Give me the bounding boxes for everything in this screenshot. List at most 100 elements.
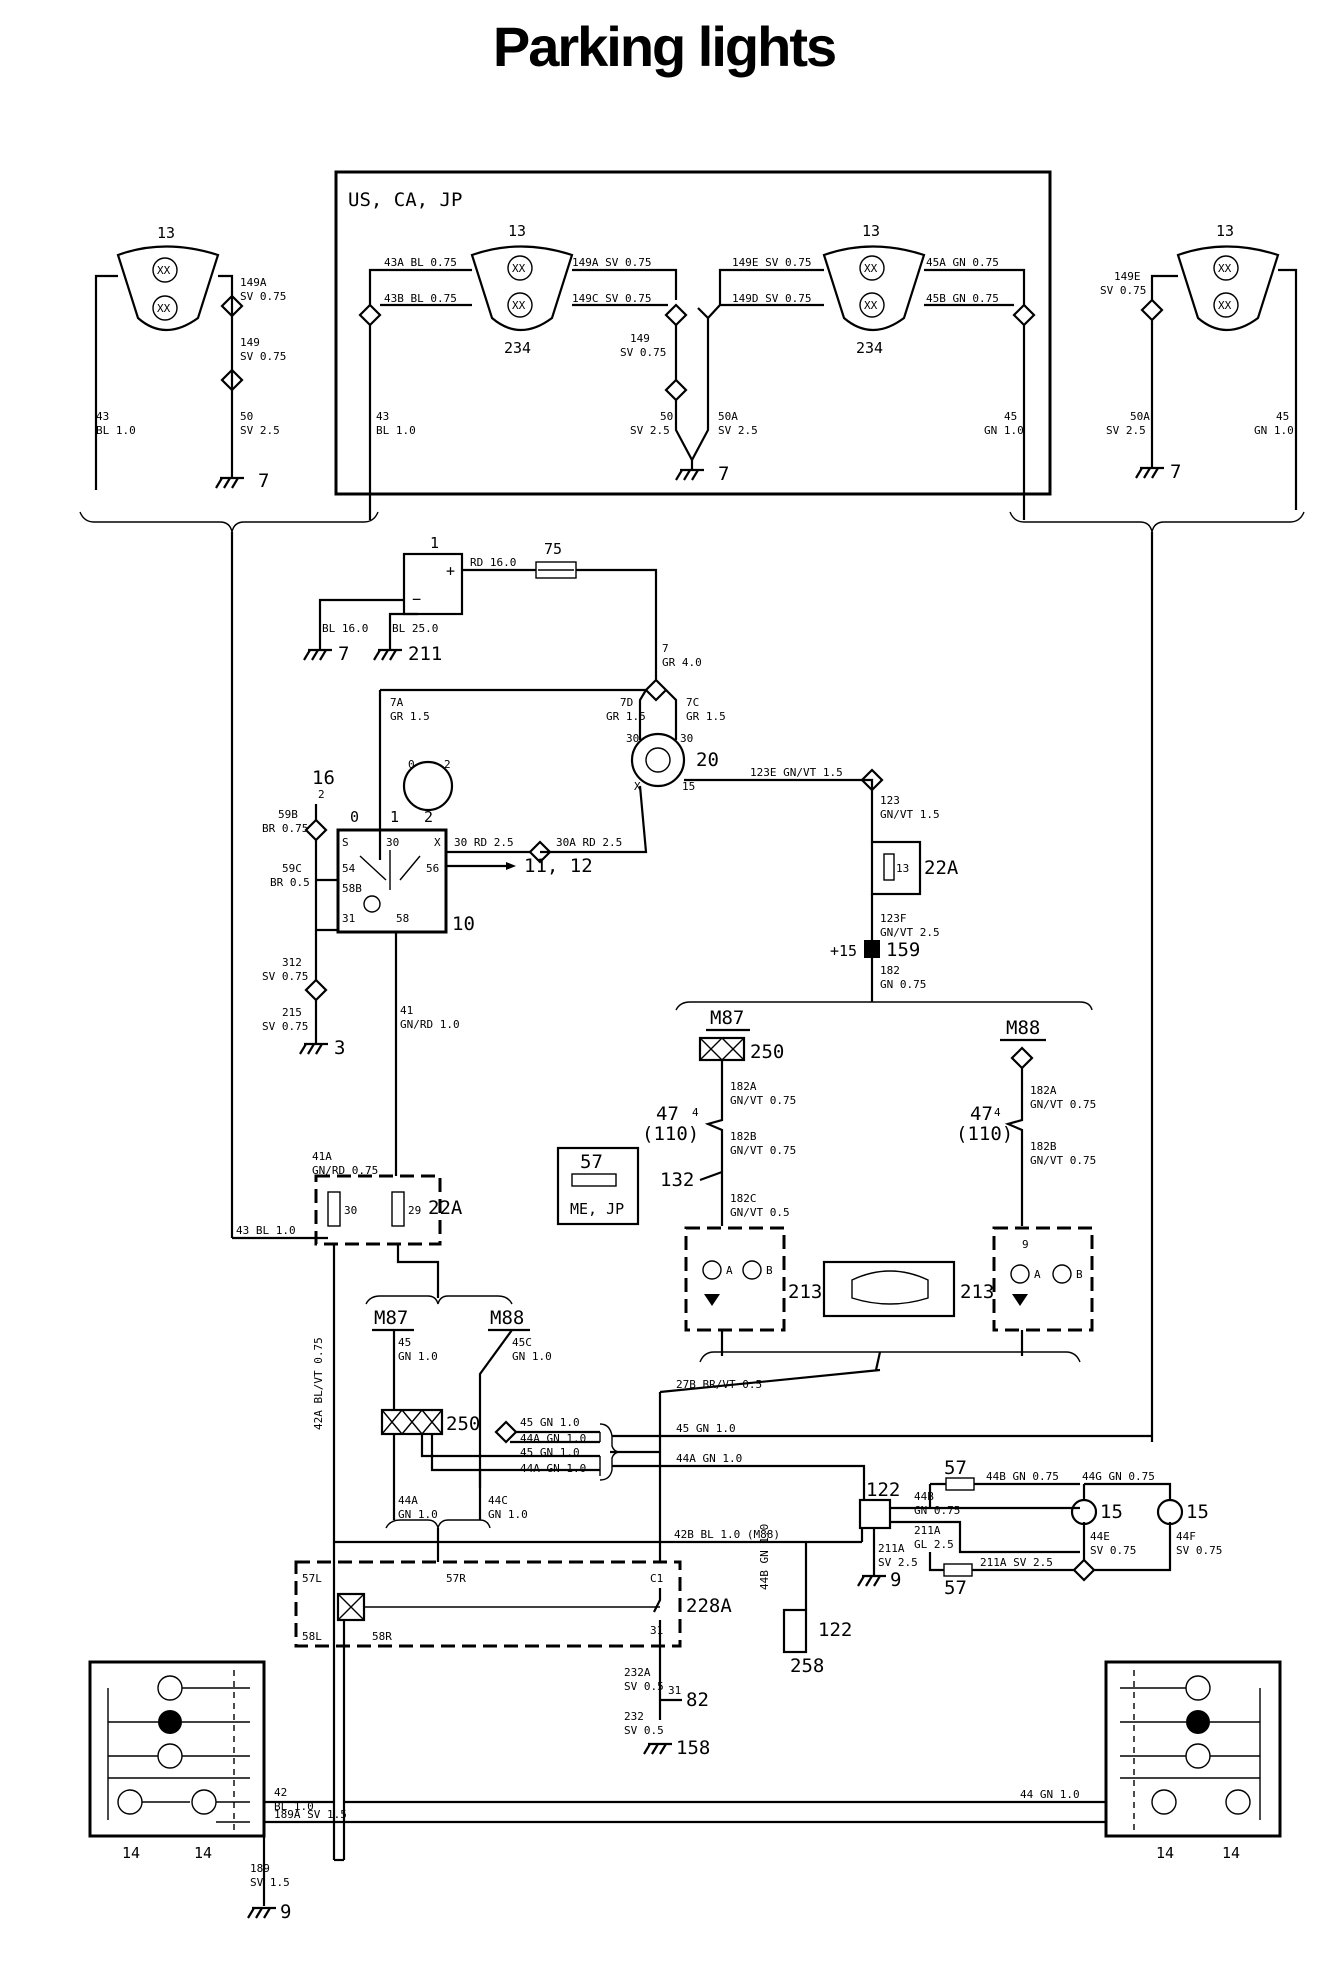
diagram-label: GN/VT 0.75 bbox=[1030, 1154, 1096, 1167]
diagram-label: 44B GN 1.0 bbox=[758, 1524, 771, 1590]
diagram-label: 7 bbox=[1170, 461, 1181, 483]
diagram-label: 15 bbox=[1100, 1501, 1123, 1523]
diagram-label: GR 4.0 bbox=[662, 656, 702, 669]
diagram-label: GN 0.75 bbox=[914, 1504, 960, 1517]
diagram-label: 213 bbox=[788, 1281, 822, 1303]
diagram-label: 22A bbox=[924, 857, 959, 879]
diagram-label: 9 bbox=[890, 1569, 901, 1591]
diagram-label: 57R bbox=[446, 1572, 466, 1585]
diagram-label: 2 bbox=[318, 788, 325, 801]
diagram-label: 13 bbox=[862, 222, 880, 240]
diagram-label: GR 1.5 bbox=[686, 710, 726, 723]
diagram-label: 50A bbox=[718, 410, 738, 423]
ground-211 bbox=[373, 648, 402, 661]
diagram-label: 159 bbox=[886, 939, 920, 961]
diagram-label: XX bbox=[157, 302, 171, 315]
diagram-label: BL 1.0 bbox=[376, 424, 416, 437]
diagram-label: SV 0.5 bbox=[624, 1724, 664, 1737]
diagram-label: 59C bbox=[282, 862, 302, 875]
diagram-label: 56 bbox=[426, 862, 439, 875]
diagram-label: 211A bbox=[878, 1542, 905, 1555]
ground-9-mid bbox=[857, 1574, 886, 1587]
diagram-label: 149 bbox=[240, 336, 260, 349]
diagram-label: 0 bbox=[350, 808, 359, 826]
diagram-label: 45 bbox=[1276, 410, 1289, 423]
connector-250-top bbox=[698, 1036, 746, 1062]
diagram-label: 158 bbox=[676, 1737, 710, 1759]
diagram-label: 149 bbox=[630, 332, 650, 345]
diagram-label: SV 0.75 bbox=[240, 350, 286, 363]
diagram-label: 45 GN 1.0 bbox=[520, 1416, 580, 1429]
diagram-label: C1 bbox=[650, 1572, 663, 1585]
diagram-label: +15 bbox=[830, 942, 857, 960]
diagram-label: B bbox=[766, 1264, 773, 1277]
diagram-label: 122 bbox=[866, 1479, 900, 1501]
diagram-label: 232 bbox=[624, 1710, 644, 1723]
diagram-label: 44B bbox=[914, 1490, 934, 1503]
diagram-label: GN/VT 0.75 bbox=[1030, 1098, 1096, 1111]
diagram-label: 13 bbox=[896, 862, 909, 875]
diagram-label: GN/RD 0.75 bbox=[312, 1164, 378, 1177]
car-symbol-icon bbox=[822, 1260, 956, 1318]
diagram-label: 213 bbox=[960, 1281, 994, 1303]
diagram-label: 123 bbox=[880, 794, 900, 807]
fuse-75 bbox=[535, 561, 577, 579]
diagram-label: 44F bbox=[1176, 1530, 1196, 1543]
diagram-label: 7 bbox=[258, 470, 269, 492]
diagram-label: 232A bbox=[624, 1666, 651, 1679]
diagram-label: 182B bbox=[1030, 1140, 1057, 1153]
diagram-label: 29 bbox=[408, 1204, 421, 1217]
diagram-label: 45A GN 0.75 bbox=[926, 256, 999, 269]
diagram-label: 58 bbox=[396, 912, 409, 925]
diagram-label: A bbox=[726, 1264, 733, 1277]
diagram-label: 59B bbox=[278, 808, 298, 821]
diagram-label: SV 2.5 bbox=[630, 424, 670, 437]
diagram-label: 27B BR/VT 0.5 bbox=[676, 1378, 762, 1391]
diagram-label: 44A GN 1.0 bbox=[520, 1432, 586, 1445]
diagram-label: 7D bbox=[620, 696, 633, 709]
diagram-label: 9 bbox=[280, 1901, 291, 1923]
diagram-label: 9 bbox=[1022, 1238, 1029, 1251]
diagram-label: GN/VT 0.75 bbox=[730, 1144, 796, 1157]
diagram-label: M87 bbox=[710, 1007, 744, 1029]
diagram-label: 211A SV 2.5 bbox=[980, 1556, 1053, 1569]
diagram-label: 75 bbox=[544, 540, 562, 558]
diagram-label: 7 bbox=[662, 642, 669, 655]
diagram-label: GN 1.0 bbox=[1254, 424, 1294, 437]
diagram-label: XX bbox=[1218, 262, 1232, 275]
diagram-label: 43 BL 1.0 bbox=[236, 1224, 296, 1237]
diagram-label: M88 bbox=[490, 1307, 524, 1329]
diagram-label: XX bbox=[864, 299, 878, 312]
ground-7-middle bbox=[675, 460, 704, 481]
diagram-label: (110) bbox=[642, 1123, 699, 1145]
diagram-label: XX bbox=[864, 262, 878, 275]
diagram-label: 41 bbox=[400, 1004, 413, 1017]
diagram-label: 250 bbox=[446, 1413, 480, 1435]
diagram-label: 50 bbox=[660, 410, 673, 423]
diagram-label: 189 bbox=[250, 1862, 270, 1875]
diagram-label: 15 bbox=[1186, 1501, 1209, 1523]
diagram-label: 44B GN 0.75 bbox=[986, 1470, 1059, 1483]
diagram-label: 149A bbox=[240, 276, 267, 289]
diagram-label: 14 bbox=[1156, 1844, 1174, 1862]
diagram-label: 215 bbox=[282, 1006, 302, 1019]
lamp-13-label: 13 bbox=[157, 224, 175, 242]
diagram-label: XX bbox=[512, 262, 526, 275]
diagram-label: 42A BL/VT 0.75 bbox=[312, 1337, 325, 1430]
diagram-label: 44G GN 0.75 bbox=[1082, 1470, 1155, 1483]
diagram-label: SV 0.75 bbox=[1090, 1544, 1136, 1557]
diagram-label: 44A bbox=[398, 1494, 418, 1507]
diagram-label: GN 1.0 bbox=[398, 1350, 438, 1363]
diagram-label: 234 bbox=[856, 339, 883, 357]
ground-7-left bbox=[215, 470, 244, 489]
diagram-label: 44A GN 1.0 bbox=[676, 1452, 742, 1465]
diagram-label: 182A bbox=[1030, 1084, 1057, 1097]
diagram-label: 57 bbox=[944, 1457, 967, 1479]
diagram-label: 82 bbox=[686, 1689, 709, 1711]
diagram-label: SV 0.5 bbox=[624, 1680, 664, 1693]
diagram-label: B bbox=[1076, 1268, 1083, 1281]
diagram-label: 45C bbox=[512, 1336, 532, 1349]
diagram-label: 3 bbox=[334, 1037, 345, 1059]
diagram-label: 312 bbox=[282, 956, 302, 969]
connector-250-mid bbox=[380, 1408, 444, 1436]
